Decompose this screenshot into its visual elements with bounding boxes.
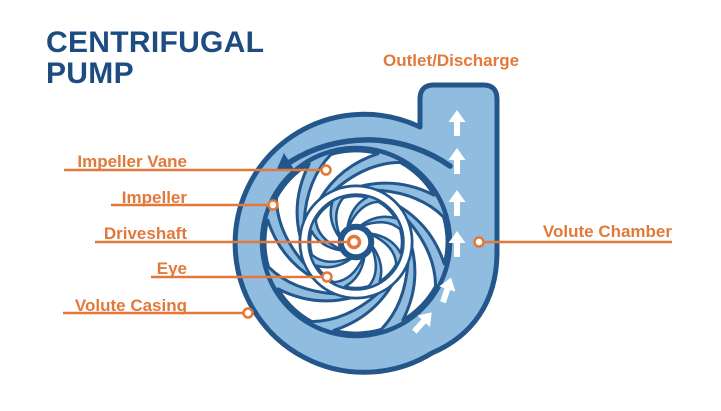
- inner-vane-blade: [347, 200, 397, 228]
- inner-vane-blade: [343, 246, 378, 290]
- page-title: CENTRIFUGAL PUMP: [46, 27, 264, 89]
- inner-vane-blade: [314, 201, 342, 251]
- flow-arrow-icon: [448, 148, 466, 174]
- flow-arrow-icon: [439, 277, 456, 304]
- label-volute-chamber: Volute Chamber: [542, 222, 672, 241]
- flow-arrow-icon: [412, 312, 432, 334]
- label-driveshaft: Driveshaft: [103, 224, 187, 243]
- impeller: [259, 145, 453, 339]
- label-outlet-discharge: Outlet/Discharge: [383, 51, 520, 70]
- label-eye: Eye: [156, 259, 187, 278]
- page-title-line1: CENTRIFUGAL: [46, 26, 265, 59]
- leader-dot-impeller-vane: [320, 164, 332, 176]
- flow-arrow-icon: [448, 231, 466, 257]
- impeller-inner-vanes: [308, 194, 404, 290]
- inner-vane-blade: [334, 194, 369, 238]
- label-impeller: Impeller: [121, 188, 187, 207]
- flow-arrow-icon: [448, 110, 466, 136]
- leader-dot-impeller: [267, 199, 279, 211]
- leader-lines: [63, 164, 672, 319]
- inner-vane-blade: [308, 229, 352, 264]
- label-volute-casing: Volute Casing: [74, 296, 187, 315]
- rotation-arrow-icon: [276, 137, 453, 171]
- leader-dot-volute-chamber: [473, 236, 485, 248]
- leader-dot-driveshaft: [346, 234, 362, 250]
- flow-arrows: [412, 110, 466, 334]
- leader-dot-volute-casing: [242, 307, 254, 319]
- page-title-line2: PUMP: [46, 57, 134, 90]
- label-impeller-vane: Impeller Vane: [77, 152, 187, 171]
- inner-vane-blade: [370, 233, 398, 283]
- leader-dot-eye: [321, 271, 333, 283]
- flow-arrow-icon: [448, 190, 466, 216]
